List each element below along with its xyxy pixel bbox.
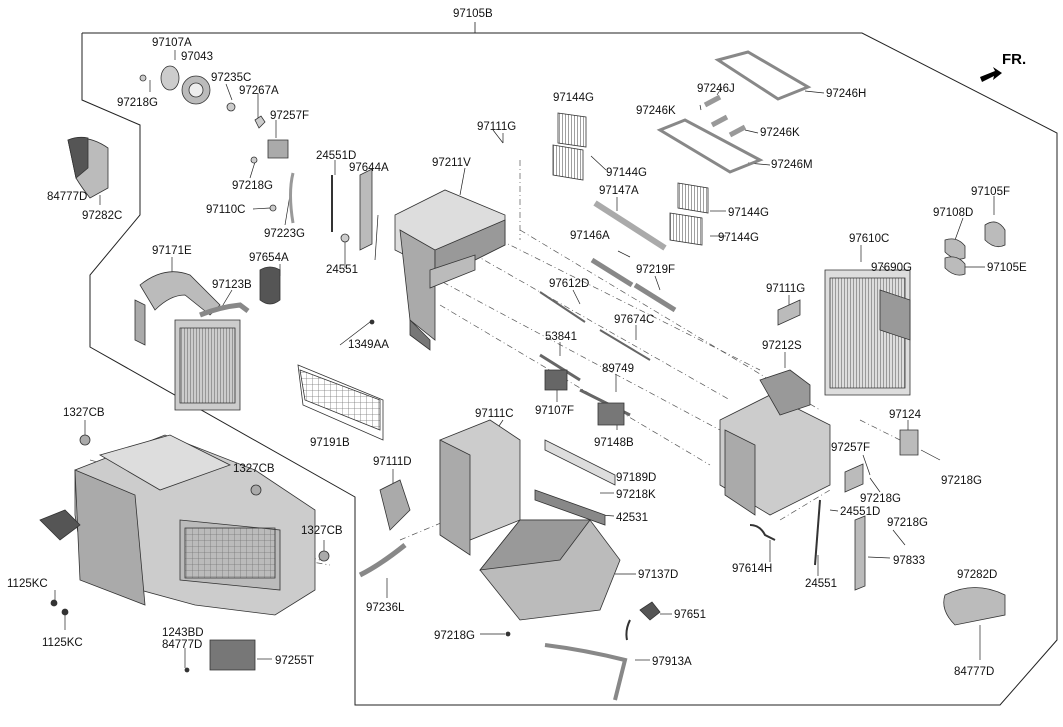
part-label[interactable]: 97144G	[718, 232, 759, 244]
part-label[interactable]: 97246H	[826, 88, 867, 100]
part-label[interactable]: 97223G	[264, 228, 305, 240]
shafts	[539, 200, 677, 426]
blower-motor-parts	[139, 65, 295, 224]
seal-parts-97246	[656, 50, 812, 174]
part-label[interactable]: 97148B	[594, 437, 634, 449]
part-label[interactable]: 97246K	[636, 105, 676, 117]
part-label[interactable]: 97124	[889, 409, 921, 421]
part-label[interactable]: 97674C	[614, 314, 655, 326]
right-small-parts	[749, 221, 1006, 626]
part-label[interactable]: 84777D	[47, 191, 88, 203]
heater-core	[134, 266, 281, 411]
filter-grid-97191b	[297, 364, 384, 441]
part-label[interactable]: 84777D	[162, 639, 203, 651]
part-label[interactable]: 97123B	[212, 279, 252, 291]
part-label[interactable]: 97218G	[232, 180, 273, 192]
part-label[interactable]: 24551	[805, 578, 837, 590]
part-label[interactable]: 97144G	[553, 92, 594, 104]
part-label[interactable]: 97144G	[606, 167, 647, 179]
part-label[interactable]: 1327CB	[301, 525, 343, 537]
part-label[interactable]: 97644A	[349, 162, 389, 174]
part-label[interactable]: 97282D	[957, 569, 998, 581]
duct-97282c	[67, 136, 109, 199]
part-label[interactable]: 97107F	[535, 405, 575, 417]
part-label[interactable]: 1125KC	[42, 637, 83, 649]
part-label[interactable]: 97105F	[971, 186, 1011, 198]
part-label[interactable]: 97913A	[652, 656, 692, 668]
front-direction-label: FR.	[1002, 51, 1027, 68]
assembly-boundary	[81, 32, 1058, 706]
part-label[interactable]: 97111C	[475, 408, 514, 420]
part-label[interactable]: 97105E	[987, 262, 1027, 274]
part-label[interactable]: 53841	[545, 331, 577, 343]
part-label[interactable]: 97218G	[117, 97, 158, 109]
part-label[interactable]: 97690G	[871, 262, 912, 274]
part-label[interactable]: 1349AA	[348, 339, 389, 351]
part-label[interactable]: 97267A	[239, 85, 279, 97]
part-label[interactable]: 97171E	[152, 245, 192, 257]
part-label[interactable]: 97833	[893, 555, 925, 567]
part-label[interactable]: 24551D	[840, 506, 881, 518]
part-label[interactable]: 97236L	[366, 602, 405, 614]
part-label[interactable]: 97257F	[831, 442, 871, 454]
part-label[interactable]: 97111G	[477, 121, 517, 133]
part-label[interactable]: 97612D	[549, 278, 590, 290]
upper-case-97211v	[394, 189, 506, 351]
part-label[interactable]: 97235C	[211, 72, 252, 84]
part-label[interactable]: 97212S	[762, 340, 802, 352]
part-label[interactable]: 24551	[326, 264, 358, 276]
assembly-label[interactable]: 97105B	[453, 8, 493, 20]
part-label[interactable]: 97257F	[270, 110, 310, 122]
center-rods	[331, 168, 375, 325]
filters-97144g	[552, 112, 709, 246]
evaporator	[824, 269, 911, 396]
part-label[interactable]: 24551D	[316, 150, 357, 162]
part-label[interactable]: 84777D	[954, 666, 995, 678]
part-label[interactable]: 97218G	[887, 517, 928, 529]
part-label[interactable]: 1327CB	[63, 407, 105, 419]
part-label[interactable]: 97111D	[373, 456, 412, 468]
part-label[interactable]: 97146A	[570, 230, 610, 242]
part-label[interactable]: 97218K	[616, 489, 656, 501]
part-label[interactable]: 97610C	[849, 233, 890, 245]
part-label[interactable]: 97219F	[636, 264, 676, 276]
part-label[interactable]: 97137D	[638, 569, 679, 581]
part-label[interactable]: 89749	[602, 363, 634, 375]
part-label[interactable]: 97107A	[152, 37, 192, 49]
lower-center-cases	[358, 419, 661, 701]
part-label[interactable]: 1327CB	[233, 463, 275, 475]
part-label[interactable]: 97043	[181, 51, 213, 63]
part-label[interactable]: 97108D	[933, 207, 974, 219]
part-label[interactable]: 97614H	[732, 563, 773, 575]
part-label[interactable]: 42531	[616, 512, 648, 524]
part-label[interactable]: 97246K	[760, 127, 800, 139]
part-label[interactable]: 97246M	[771, 159, 813, 171]
part-label[interactable]: 97111G	[766, 283, 806, 295]
front-arrow-icon	[980, 67, 1002, 82]
part-label[interactable]: 97218G	[434, 630, 475, 642]
part-label[interactable]: 97282C	[82, 210, 123, 222]
part-label[interactable]: 97147A	[599, 185, 639, 197]
part-label[interactable]: 97651	[674, 609, 706, 621]
part-label[interactable]: 97246J	[697, 83, 735, 95]
part-label[interactable]: 97218G	[860, 493, 901, 505]
part-label[interactable]: 97144G	[728, 207, 769, 219]
part-label[interactable]: 97255T	[275, 655, 315, 667]
part-label[interactable]: 1125KC	[7, 578, 48, 590]
part-label[interactable]: 97191B	[310, 437, 350, 449]
hvac-assembly	[39, 434, 330, 673]
part-label[interactable]: 97211V	[432, 157, 471, 169]
part-label[interactable]: 97189D	[616, 472, 657, 484]
part-label[interactable]: 97110C	[206, 204, 246, 216]
right-case-97212s	[719, 369, 831, 516]
part-label[interactable]: 1243BD	[162, 627, 204, 639]
part-label[interactable]: 97218G	[941, 475, 982, 487]
part-label[interactable]: 97654A	[249, 252, 289, 264]
